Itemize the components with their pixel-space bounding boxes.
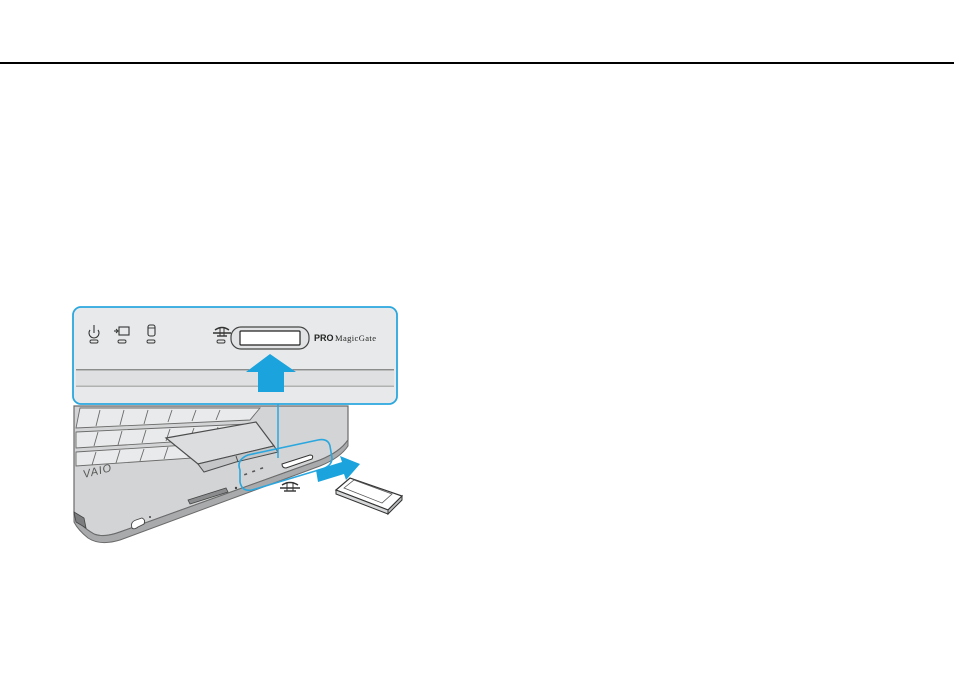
pro-label: PRO [314, 333, 334, 343]
memory-stick-slot-zoom [231, 327, 309, 349]
laptop: VAIO [74, 406, 402, 543]
memory-stick-card [336, 478, 402, 514]
memory-stick-logo-front [280, 482, 300, 491]
magicgate-label: MagicGate [335, 333, 376, 343]
zoom-panel: PRO MagicGate [73, 307, 397, 404]
